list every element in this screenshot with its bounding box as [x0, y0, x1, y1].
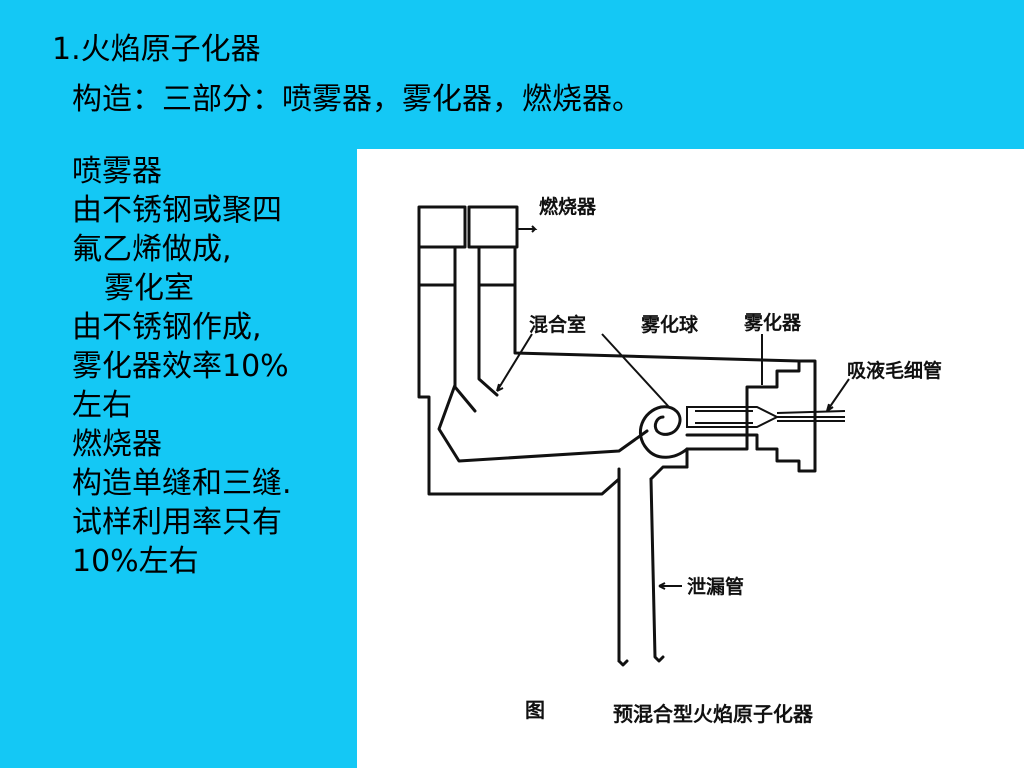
- figure-caption-prefix: 图: [525, 698, 545, 722]
- leader-lines: [496, 225, 850, 590]
- body-line: 左右: [72, 388, 132, 423]
- page-subtitle: 构造：三部分：喷雾器，雾化器，燃烧器。: [72, 82, 642, 117]
- atomizer-diagram: 燃烧器 混合室 雾化球 雾化器 吸液毛细管 泄漏管 图 预混合型火焰原子化器: [417, 195, 942, 726]
- label-atomizing-ball: 雾化球: [641, 313, 699, 336]
- atomizing-ball: [639, 405, 689, 459]
- body-text: 喷雾器 由不锈钢或聚四 氟乙烯做成, 雾化室 由不锈钢作成, 雾化器效率10% …: [72, 152, 372, 581]
- drain-tube-top: [617, 465, 689, 481]
- label-drain: 泄漏管: [687, 575, 744, 598]
- burner-neck: [453, 245, 477, 413]
- burner-head: [417, 205, 519, 287]
- drain-tube: [617, 659, 629, 667]
- label-atomizer: 雾化器: [744, 311, 802, 334]
- body-line: 雾化器效率10%: [72, 349, 289, 384]
- diagram-figure: 燃烧器 混合室 雾化球 雾化器 吸液毛细管 泄漏管 图 预混合型火焰原子化器: [357, 149, 1024, 768]
- atomizer-body: [685, 359, 846, 473]
- body-line: 燃烧器: [72, 427, 162, 462]
- chamber-inner-wall: [437, 383, 649, 463]
- chamber-top-wall: [513, 283, 801, 363]
- label-burner: 燃烧器: [539, 195, 597, 218]
- body-line: 10%左右: [72, 544, 199, 579]
- burner-neck-inner: [477, 245, 499, 397]
- body-line: 氟乙烯做成,: [72, 232, 232, 267]
- body-line: 由不锈钢作成,: [72, 310, 262, 345]
- chamber-outer-wall: [417, 283, 621, 663]
- body-line: 雾化室: [104, 271, 194, 306]
- body-line: 试样利用率只有: [72, 505, 282, 540]
- label-capillary: 吸液毛细管: [847, 359, 942, 382]
- figure-caption: 预混合型火焰原子化器: [613, 702, 814, 726]
- drain-tube-right: [649, 477, 665, 663]
- body-line: 由不锈钢或聚四: [72, 193, 282, 228]
- body-line: 构造单缝和三缝.: [72, 466, 292, 501]
- page-title: 1.火焰原子化器: [52, 32, 261, 67]
- body-line: 喷雾器: [72, 154, 162, 189]
- label-mixing-chamber: 混合室: [529, 313, 586, 336]
